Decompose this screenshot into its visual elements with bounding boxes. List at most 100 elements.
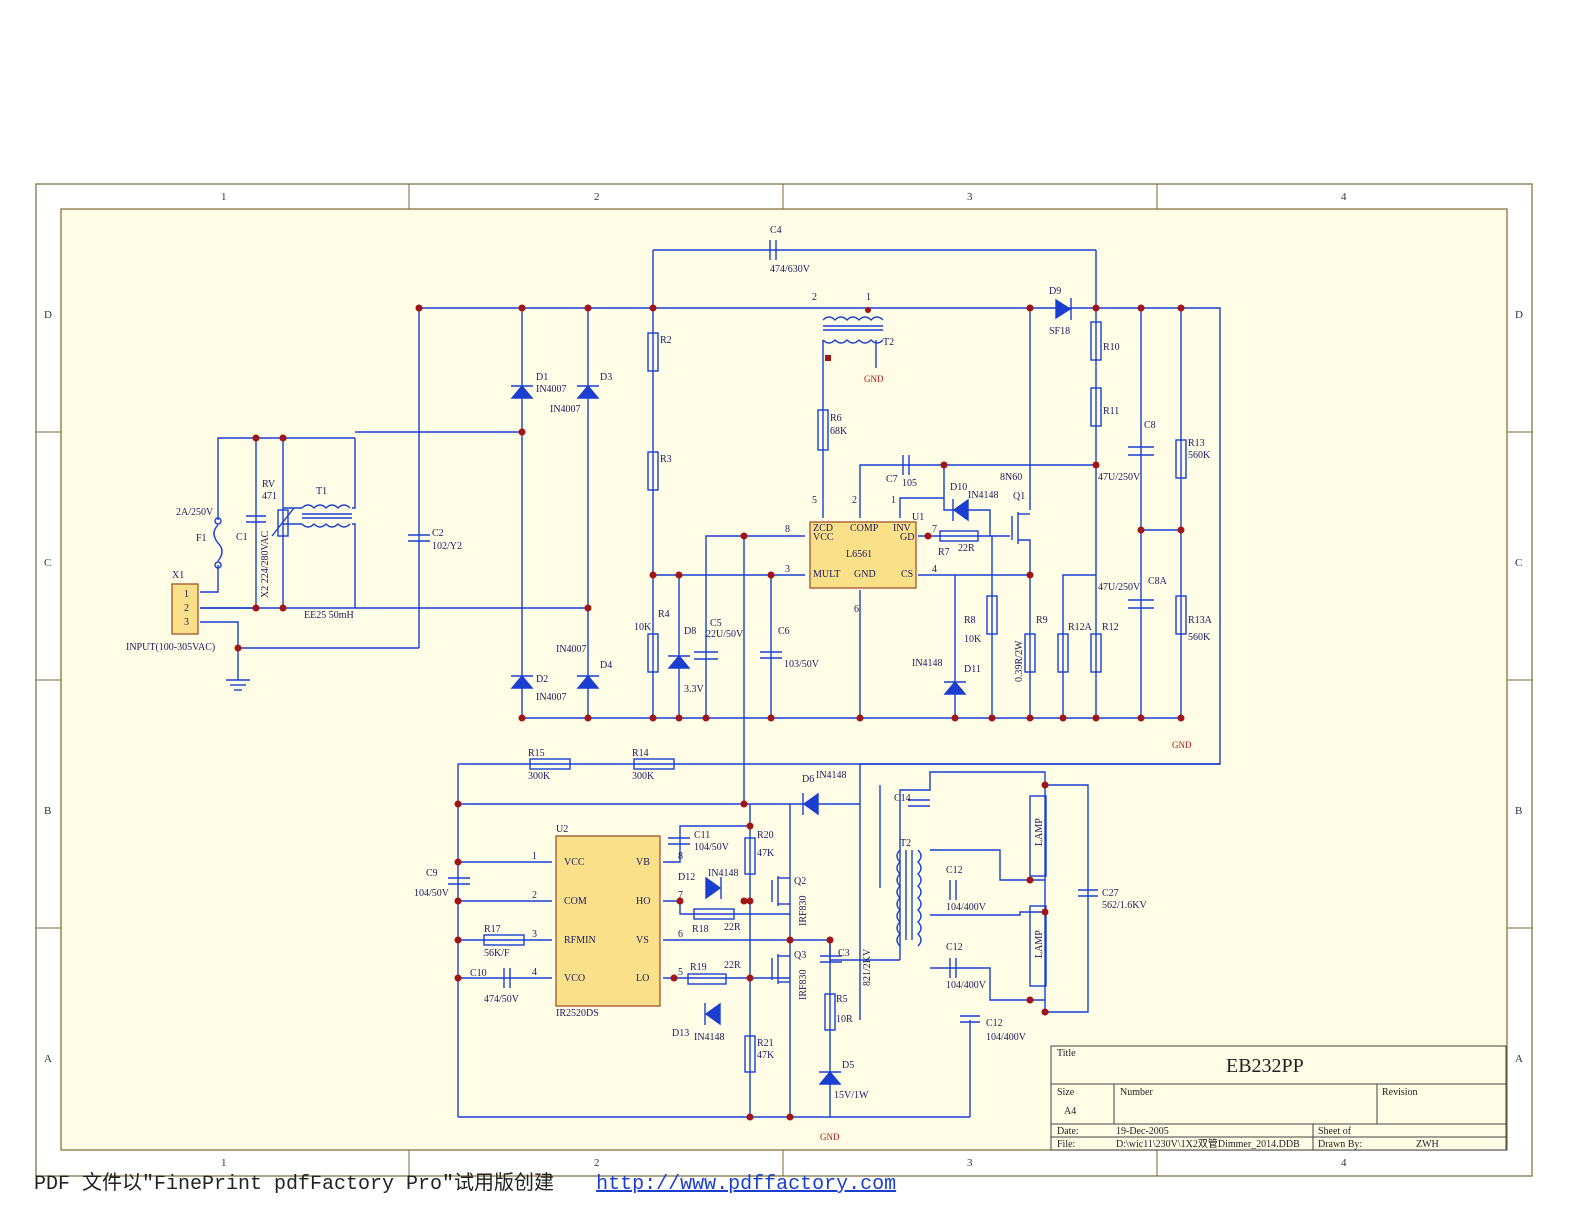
r12-label: R12: [1102, 622, 1119, 633]
footer-link[interactable]: http://www.pdffactory.com: [596, 1173, 897, 1196]
c9-label: C9: [426, 868, 438, 879]
c4-value: 474/630V: [770, 264, 811, 275]
d6-value: IN4148: [816, 770, 847, 781]
u2-pin-vs: VS: [636, 935, 649, 946]
resistor-r13a: R13A 560K: [1175, 595, 1213, 643]
resistor-r11: R11: [1090, 387, 1119, 427]
r21-label: R21: [757, 1038, 774, 1049]
c8-label: C8: [1144, 420, 1156, 431]
u1-pinno-3: 3: [785, 564, 790, 575]
wires-ballast: [457, 763, 1220, 1118]
row-label-left-a: A: [44, 1053, 52, 1065]
rv-label: RV: [262, 479, 276, 490]
t2b-label: T2: [900, 838, 911, 849]
t2-pin1: 1: [866, 292, 871, 303]
r6-label: R6: [830, 413, 842, 424]
pdf-footer: PDF 文件以"FinePrint pdfFactory Pro"试用版创建 h…: [34, 1166, 896, 1196]
c11-label: C11: [694, 830, 710, 841]
u1-pinno-4: 4: [932, 564, 937, 575]
d10-value: IN4148: [968, 490, 999, 501]
resistor-r12: R12: [1090, 622, 1119, 673]
fuse-rating: 2A/250V: [176, 507, 214, 518]
u1-pin-gd: GD: [900, 532, 914, 543]
c7-label: C7: [886, 474, 898, 485]
d8-value: 3.3V: [684, 684, 705, 695]
t1-label: T1: [316, 486, 327, 497]
u1-pinno-1: 1: [891, 495, 896, 506]
q2-label: Q2: [794, 876, 806, 887]
r12a-label: R12A: [1068, 622, 1093, 633]
d2-label: D2: [536, 674, 548, 685]
c27-label: C27: [1102, 888, 1119, 899]
lamp1-label: LAMP: [1034, 818, 1045, 846]
tb-number-label: Number: [1120, 1087, 1153, 1098]
u2-pinno-5: 5: [678, 967, 683, 978]
u2-pin-com: COM: [564, 896, 587, 907]
u2-pin-vcc: VCC: [564, 857, 585, 868]
r21-value: 47K: [757, 1050, 775, 1061]
c9-value: 104/50V: [414, 888, 450, 899]
t1-value: EE25 50mH: [304, 610, 354, 621]
u1-pin-zcd: ZCD: [813, 523, 833, 534]
c12a-value: 104/400V: [946, 902, 987, 913]
capacitor-c4: C4 474/630V: [769, 225, 811, 275]
r7-value: 22R: [958, 543, 975, 554]
resistor-r12a: R12A: [1057, 622, 1093, 673]
mosfet-q1: 8N60 Q1: [1000, 472, 1031, 575]
d12-label: D12: [678, 872, 695, 883]
col-label-bottom-3: 3: [967, 1157, 973, 1169]
r5-label: R5: [836, 994, 848, 1005]
lamp-1: LAMP: [1029, 795, 1047, 877]
c8a-value: 47U/250V: [1098, 582, 1141, 593]
r13-label: R13: [1188, 438, 1205, 449]
r13a-label: R13A: [1188, 615, 1213, 626]
r3-label: R3: [660, 454, 672, 465]
input-filter: 2A/250V F1 C1 X2 224/280VAC RV 471 T1 EE…: [126, 437, 462, 691]
c10-value: 474/50V: [484, 994, 520, 1005]
q3-label: Q3: [794, 950, 806, 961]
r17-value: 56K/F: [484, 948, 510, 959]
c2-value: 102/Y2: [432, 541, 462, 552]
c12b-value: 104/400V: [946, 980, 987, 991]
row-label-right-c: C: [1515, 557, 1522, 569]
u1-pinno-7: 7: [932, 524, 937, 535]
r9-value: 0.39R/2W: [1014, 640, 1025, 682]
tb-drawn-label: Drawn By:: [1318, 1139, 1362, 1150]
d2-value: IN4007: [536, 692, 567, 703]
c12b-label: C12: [946, 942, 963, 953]
tb-sheet-label: Sheet of: [1318, 1126, 1352, 1137]
r13a-value: 560K: [1188, 632, 1211, 643]
u2-pin-vco: VCO: [564, 973, 585, 984]
d4-label: D4: [600, 660, 612, 671]
tb-revision-label: Revision: [1382, 1087, 1418, 1098]
t2-label: T2: [883, 337, 894, 348]
tb-title-label: Title: [1057, 1048, 1076, 1059]
col-label-bottom-2: 2: [594, 1157, 600, 1169]
ic-u1-l6561: U1 L6561 ZCD COMP INV VCC GD MULT GND CS…: [785, 495, 937, 615]
resistor-r2: R2: [647, 332, 672, 372]
r10-label: R10: [1103, 342, 1120, 353]
q3-value: IRF830: [798, 969, 809, 1000]
u1-pinno-5: 5: [812, 495, 817, 506]
u2-pinno-6: 6: [678, 929, 683, 940]
c3-label: C3: [838, 948, 850, 959]
tb-size: A4: [1064, 1106, 1076, 1117]
tb-date-label: Date:: [1057, 1126, 1079, 1137]
d8-label: D8: [684, 626, 696, 637]
x1-pin3: 3: [184, 617, 189, 628]
u1-pinno-2: 2: [852, 495, 857, 506]
gnd-label-main: GND: [1172, 740, 1192, 750]
